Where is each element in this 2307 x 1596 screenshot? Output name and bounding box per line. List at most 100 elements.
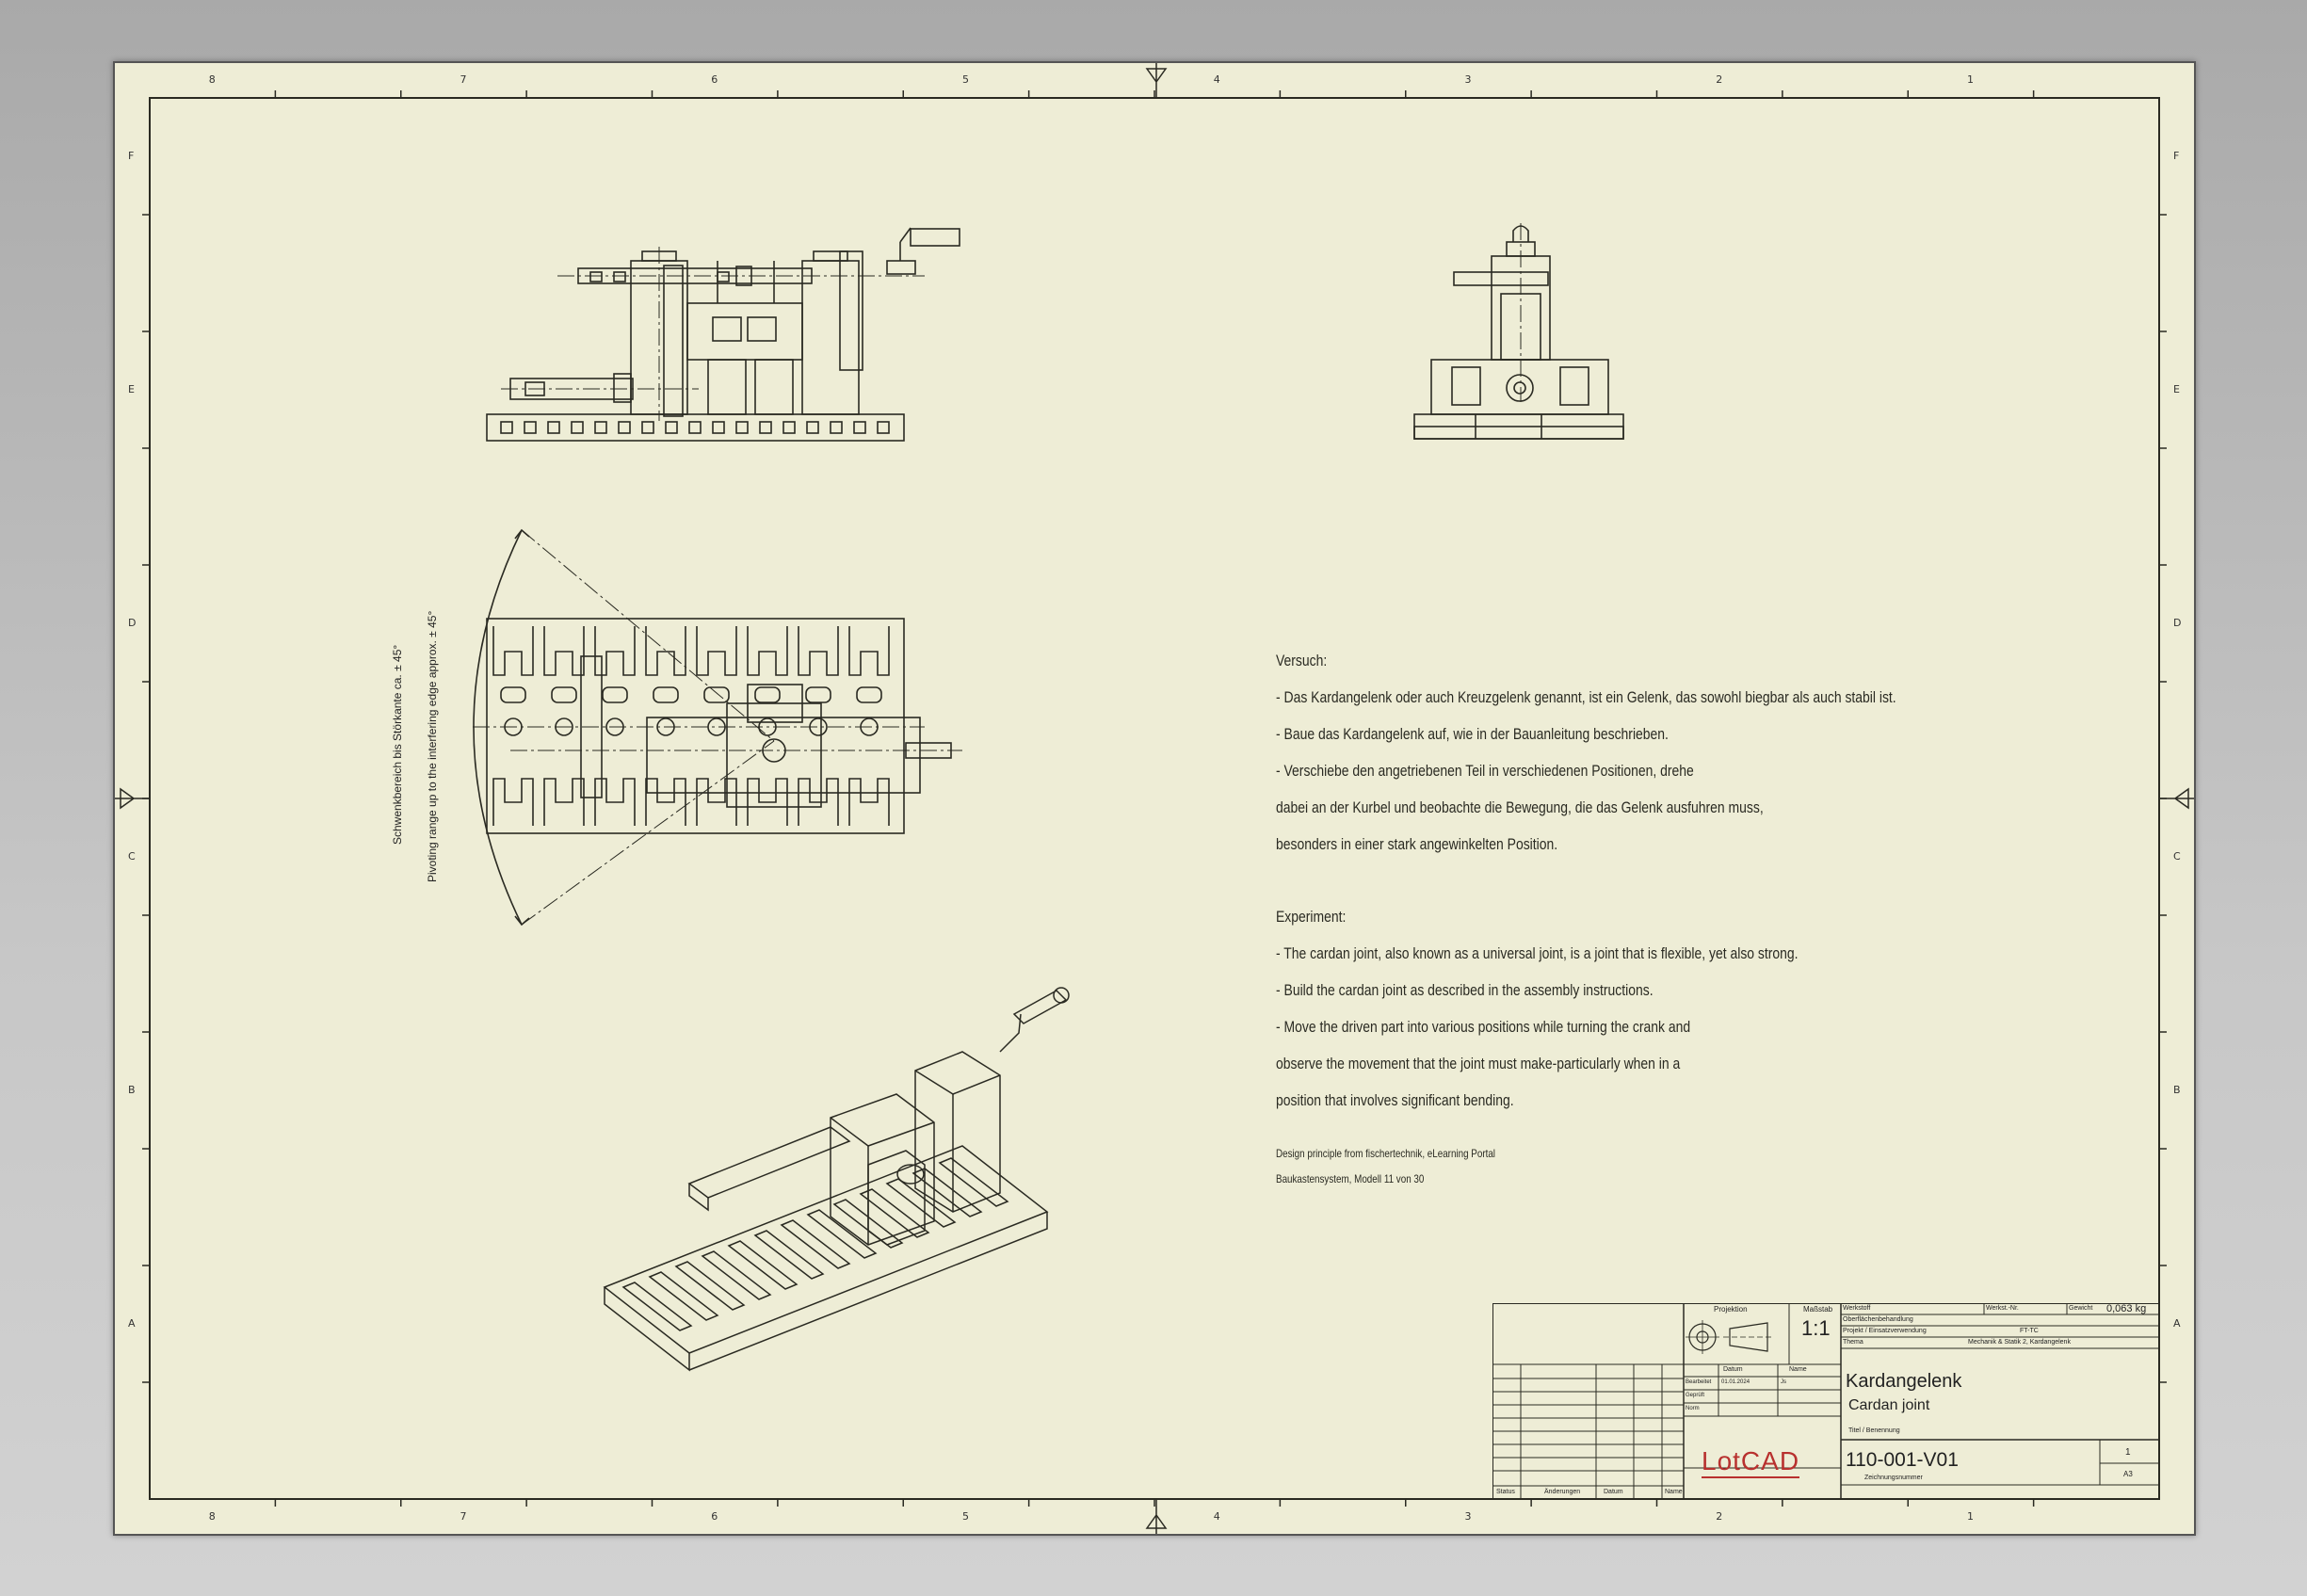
experiment-line: - Build the cardan joint as described in… xyxy=(1276,981,1654,999)
zone-label: E xyxy=(128,383,135,395)
rail-slot xyxy=(712,421,725,434)
top-view xyxy=(473,528,962,927)
zone-label: 6 xyxy=(711,1510,718,1523)
zone-label: D xyxy=(128,617,137,629)
scale-label: Maßstab xyxy=(1803,1305,1833,1314)
iso-slot xyxy=(701,1250,772,1300)
top-slot-pad xyxy=(500,686,526,703)
iso-slot xyxy=(806,1209,878,1259)
rail-slot xyxy=(641,421,654,434)
norm-label: Norm xyxy=(1686,1406,1700,1411)
versuch-line: dabei an der Kurbel und beobachte die Be… xyxy=(1276,798,1764,816)
inner-frame xyxy=(149,97,2160,1500)
side-view xyxy=(1413,223,1624,440)
zone-label: E xyxy=(2173,383,2180,395)
top-slot xyxy=(696,778,737,826)
datum-label: Datum xyxy=(1723,1366,1743,1373)
zone-label: B xyxy=(128,1084,136,1096)
rail-slot xyxy=(853,421,866,434)
iso-slot xyxy=(674,1261,746,1311)
zone-label: A xyxy=(2173,1317,2181,1330)
zone-label: 2 xyxy=(1716,73,1723,86)
revision-name-label: Name xyxy=(1665,1489,1683,1495)
top-slot xyxy=(543,626,585,676)
drawing-title-de: Kardangelenk xyxy=(1846,1371,1962,1392)
weight-label: Gewicht xyxy=(2069,1305,2093,1312)
zone-label: C xyxy=(128,850,136,862)
top-slot xyxy=(645,778,686,826)
rail-slot xyxy=(524,421,537,434)
rail-slot xyxy=(759,421,772,434)
iso-slot xyxy=(912,1168,983,1217)
zone-label: 7 xyxy=(460,73,467,86)
top-slot-pad xyxy=(805,686,831,703)
pivot-note-en: Pivoting range up to the interfering edg… xyxy=(426,610,439,882)
zone-label: 2 xyxy=(1716,1510,1723,1523)
werkstoff-label: Werkstoff xyxy=(1843,1305,1871,1312)
iso-slot xyxy=(859,1188,930,1238)
bearbeitet-date: 01.01.2024 xyxy=(1721,1379,1750,1385)
isometric-view xyxy=(603,987,1070,1372)
top-slot xyxy=(848,778,890,826)
zone-label: 4 xyxy=(1213,73,1220,86)
rail-slot xyxy=(618,421,631,434)
experiment-line: - Move the driven part into various posi… xyxy=(1276,1018,1691,1036)
top-slot xyxy=(594,778,636,826)
rail-slot xyxy=(688,421,702,434)
zone-label: D xyxy=(2173,617,2182,629)
drawing-number-label: Zeichnungsnummer xyxy=(1864,1475,1923,1481)
title-block-grid xyxy=(1492,1303,2159,1499)
top-slot-pad xyxy=(551,686,577,703)
zone-label: 1 xyxy=(1966,73,1974,86)
rail-slot xyxy=(571,421,584,434)
experiment-line: position that involves significant bendi… xyxy=(1276,1091,1514,1109)
versuch-line: - Baue das Kardangelenk auf, wie in der … xyxy=(1276,725,1669,743)
experiment-title: Experiment: xyxy=(1276,908,1347,926)
zone-label: F xyxy=(2173,150,2180,162)
top-slot xyxy=(798,778,839,826)
zone-label: 5 xyxy=(961,73,969,86)
scale-value: 1:1 xyxy=(1801,1316,1831,1340)
top-slot-pad xyxy=(703,686,730,703)
iso-slot xyxy=(727,1240,799,1290)
iso-slot xyxy=(885,1178,957,1228)
name-label: Name xyxy=(1789,1366,1807,1373)
sheet-number: 1 xyxy=(2125,1447,2131,1458)
zone-label: 3 xyxy=(1464,1510,1472,1523)
iso-slot xyxy=(648,1271,719,1321)
status-label: Status xyxy=(1496,1489,1515,1495)
rail-slot xyxy=(500,421,513,434)
zone-label: F xyxy=(128,150,135,162)
credit-line: Design principle from fischertechnik, eL… xyxy=(1276,1147,1495,1160)
top-slot-pad xyxy=(754,686,781,703)
bearbeitet-name: Js xyxy=(1781,1379,1786,1385)
top-slot xyxy=(848,626,890,676)
centering-marks xyxy=(115,63,2194,1534)
rail-slot xyxy=(782,421,796,434)
zone-label: A xyxy=(128,1317,136,1330)
rail-slot xyxy=(594,421,607,434)
rail-slot xyxy=(665,421,678,434)
zone-label: 7 xyxy=(460,1510,467,1523)
aenderung-label: Änderungen xyxy=(1544,1489,1581,1495)
iso-slot xyxy=(780,1219,851,1269)
zone-label: 3 xyxy=(1464,73,1472,86)
lotcad-logo: LotCAD xyxy=(1702,1446,1800,1478)
versuch-line: besonders in einer stark angewinkelten P… xyxy=(1276,835,1558,853)
oberflaeche-label: Oberflächenbehandlung xyxy=(1843,1316,1913,1323)
sheet-format: A3 xyxy=(2123,1470,2133,1478)
geprueft-label: Geprüft xyxy=(1686,1393,1705,1398)
zone-label: 5 xyxy=(961,1510,969,1523)
top-slot-pad xyxy=(602,686,628,703)
top-slot xyxy=(594,626,636,676)
project-label: Projekt / Einsatzverwendung xyxy=(1843,1328,1927,1334)
theme-label: Thema xyxy=(1843,1339,1863,1346)
versuch-line: - Das Kardangelenk oder auch Kreuzgelenk… xyxy=(1276,688,1896,706)
iso-slot xyxy=(938,1157,1009,1207)
experiment-line: - The cardan joint, also known as a univ… xyxy=(1276,944,1799,962)
project-value: FT-TC xyxy=(2020,1328,2039,1334)
projection-label: Projektion xyxy=(1714,1305,1748,1314)
zone-label: B xyxy=(2173,1084,2181,1096)
weight-value: 0,063 kg xyxy=(2106,1303,2147,1314)
